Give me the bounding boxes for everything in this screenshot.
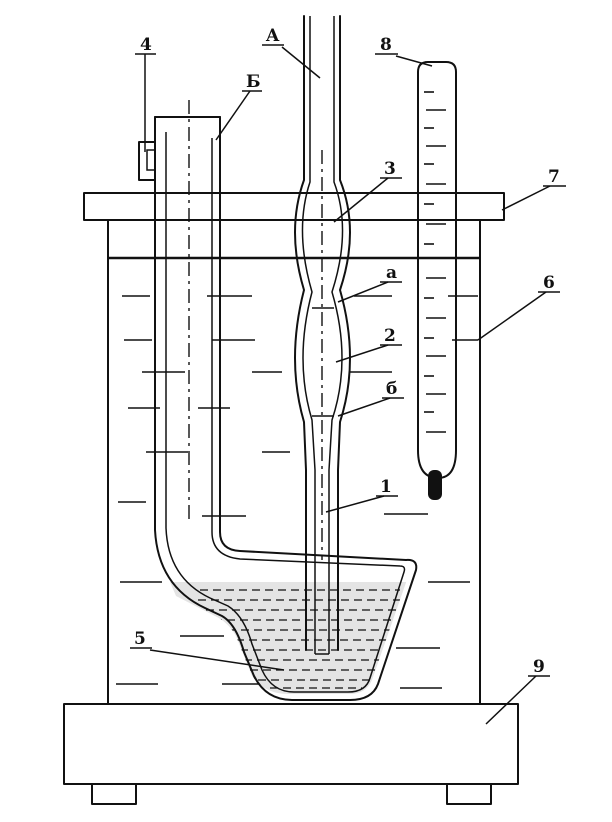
label-5: 5: [134, 629, 146, 649]
label-a-cyr: A: [265, 26, 280, 46]
tube-b: [154, 100, 221, 520]
stand-base: [63, 703, 519, 805]
label-3: 3: [384, 159, 396, 179]
reservoir: [154, 131, 418, 701]
lid: [83, 192, 505, 221]
label-4: 4: [140, 35, 152, 55]
label-9: 9: [533, 657, 545, 677]
label-2: 2: [384, 326, 396, 346]
leader-lines: [130, 44, 566, 725]
label-1: 1: [380, 477, 392, 497]
label-b-cyr: Б: [246, 72, 261, 92]
label-6: 6: [543, 273, 555, 293]
capillary-tube: [294, 15, 351, 655]
label-8: 8: [380, 35, 392, 55]
side-branch-4: [138, 141, 156, 181]
label-a-mark: a: [386, 263, 397, 283]
label-b-mark: б: [386, 379, 397, 399]
thermometer: [417, 61, 457, 500]
label-7: 7: [548, 167, 560, 187]
